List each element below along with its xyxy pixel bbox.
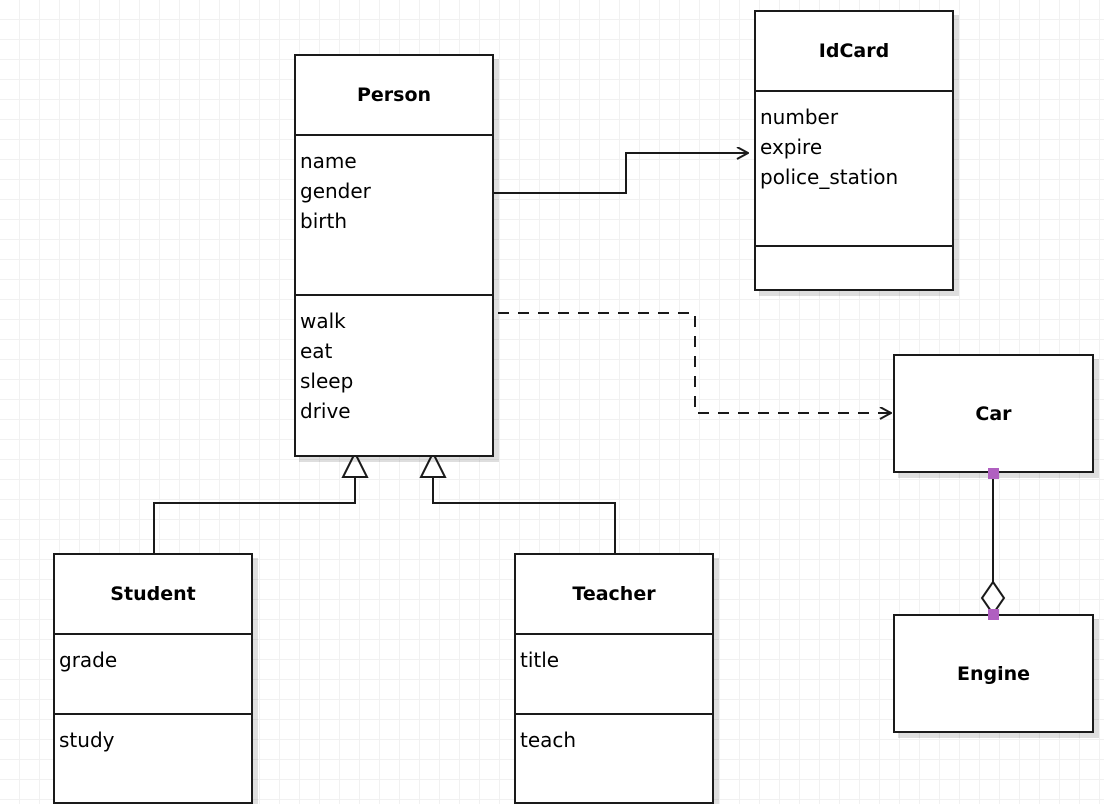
method-item: sleep bbox=[300, 369, 354, 393]
class-methods-idcard bbox=[756, 245, 952, 289]
class-title-student: Student bbox=[110, 583, 196, 605]
attribute-item: number bbox=[760, 105, 839, 129]
edge-student-person[interactable] bbox=[153, 450, 369, 553]
class-box-engine[interactable]: Engine bbox=[893, 614, 1094, 733]
method-item: study bbox=[59, 728, 115, 752]
class-title-car: Car bbox=[975, 402, 1012, 425]
edge-endpoint-handle-engine[interactable] bbox=[988, 609, 999, 620]
class-attributes-teacher: title bbox=[516, 633, 712, 713]
method-item: eat bbox=[300, 339, 333, 363]
class-title-engine: Engine bbox=[956, 662, 1031, 685]
class-methods-person: walk eat sleep drive bbox=[296, 294, 492, 455]
class-title-idcard: IdCard bbox=[818, 40, 890, 62]
class-title-teacher: Teacher bbox=[572, 583, 656, 605]
attribute-item: expire bbox=[760, 135, 823, 159]
class-methods-teacher: teach bbox=[516, 713, 712, 804]
attribute-item: grade bbox=[59, 648, 118, 672]
class-title-person: Person bbox=[356, 84, 432, 106]
attribute-item: police_station bbox=[760, 165, 899, 189]
class-box-student[interactable]: Student grade study bbox=[53, 553, 253, 804]
class-box-car[interactable]: Car bbox=[893, 354, 1094, 473]
class-box-person[interactable]: Person name gender birth walk eat sleep … bbox=[294, 54, 494, 457]
class-box-idcard[interactable]: IdCard number expire police_station bbox=[754, 10, 954, 291]
class-attributes-person: name gender birth bbox=[296, 134, 492, 294]
method-item: teach bbox=[520, 728, 577, 752]
attribute-item: name bbox=[300, 149, 357, 173]
edge-car-engine[interactable] bbox=[980, 473, 1006, 616]
attribute-item: gender bbox=[300, 179, 371, 203]
class-attributes-idcard: number expire police_station bbox=[756, 90, 952, 245]
edge-person-idcard[interactable] bbox=[494, 153, 748, 194]
edge-person-car[interactable] bbox=[498, 312, 891, 413]
class-attributes-student: grade bbox=[55, 633, 251, 713]
attribute-item: title bbox=[520, 648, 560, 672]
class-box-teacher[interactable]: Teacher title teach bbox=[514, 553, 714, 804]
attribute-item: birth bbox=[300, 209, 347, 233]
class-methods-student: study bbox=[55, 713, 251, 804]
edge-teacher-person[interactable] bbox=[419, 450, 616, 553]
method-item: walk bbox=[300, 309, 346, 333]
method-item: drive bbox=[300, 399, 351, 423]
edge-endpoint-handle-car[interactable] bbox=[988, 468, 999, 479]
